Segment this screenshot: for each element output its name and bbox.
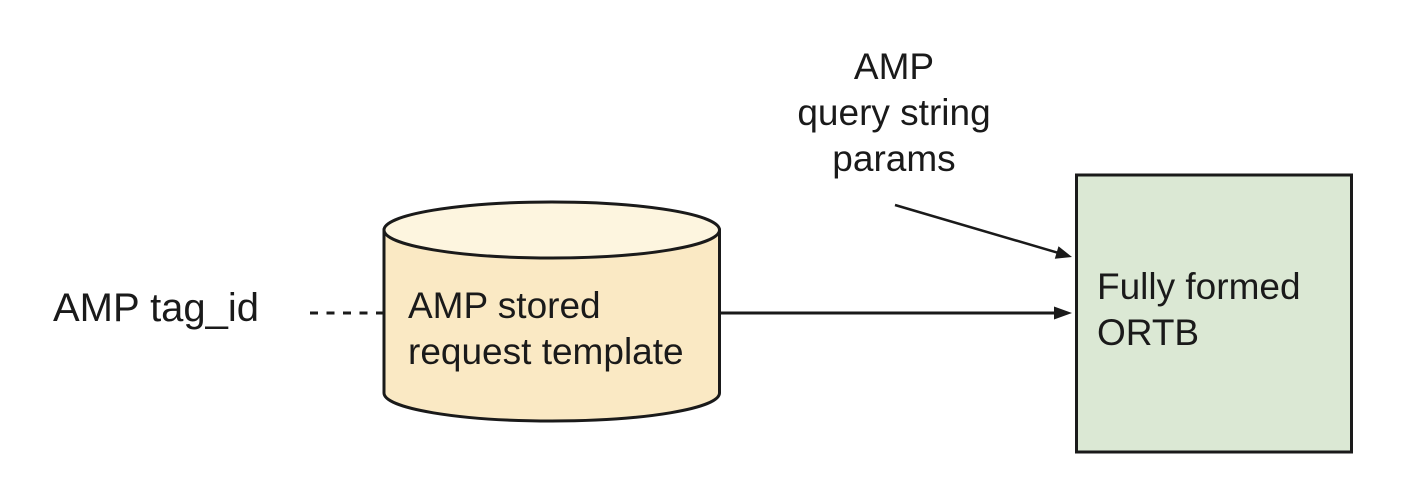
query-params-label: AMP query string params: [744, 44, 1044, 182]
query-params-label-line3: params: [832, 138, 956, 179]
query-params-label-line1: AMP: [853, 46, 935, 87]
edge-queryparams-to-ortb-arrowhead: [1054, 246, 1072, 259]
edge-queryparams-to-ortb: [894, 203, 1059, 254]
ortb-label-line1: Fully formed: [1097, 266, 1301, 307]
ortb-box: [1075, 173, 1353, 454]
stored-request-label-line2: request template: [408, 331, 684, 372]
stored-request-label: AMP stored request template: [408, 283, 684, 375]
ortb-label-line2: ORTB: [1097, 312, 1200, 353]
ortb-label: Fully formed ORTB: [1097, 264, 1301, 356]
stored-request-cylinder-body: [382, 228, 721, 423]
stored-request-label-line1: AMP stored: [408, 285, 601, 326]
tag-id-label: AMP tag_id: [53, 286, 260, 330]
stored-request-cylinder-top: [382, 200, 721, 260]
edge-template-to-ortb-arrowhead: [1054, 306, 1072, 320]
query-params-label-line2: query string: [797, 92, 991, 133]
